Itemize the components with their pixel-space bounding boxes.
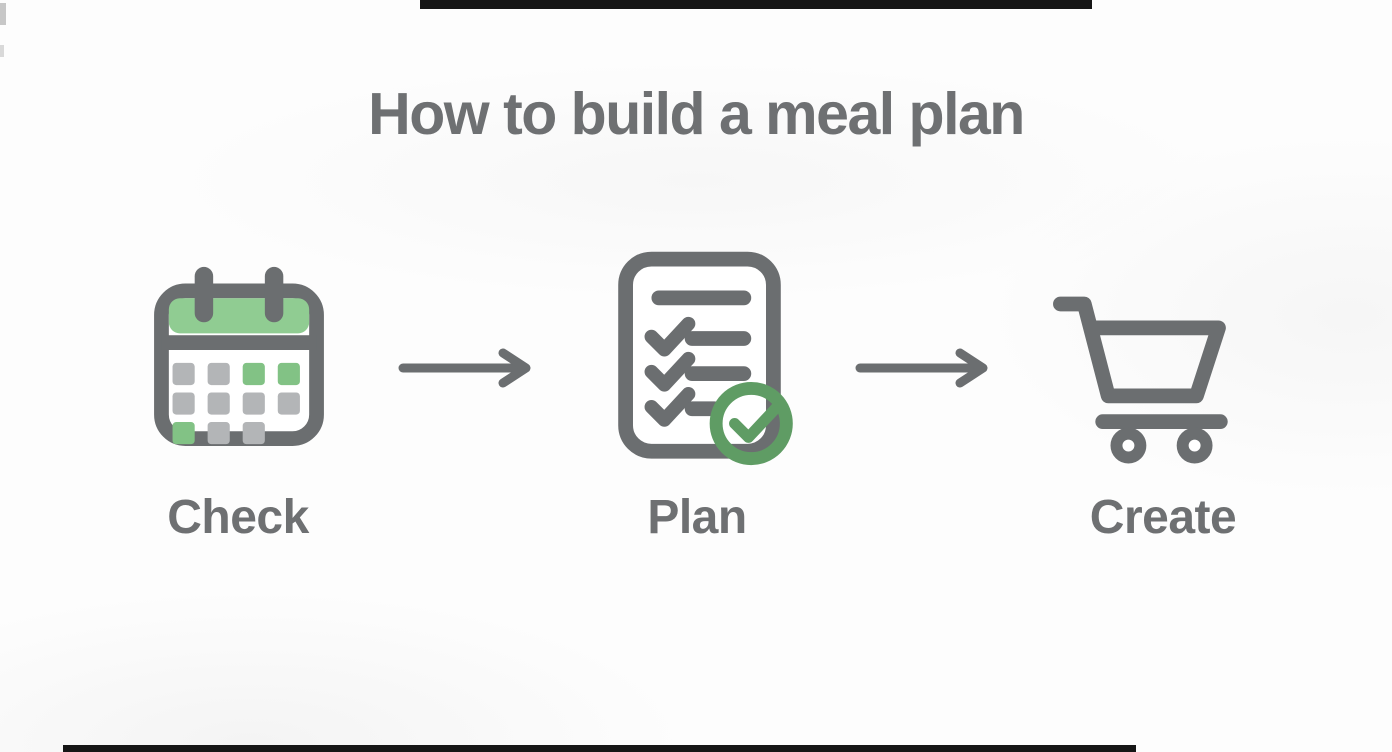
checklist-icon (596, 248, 803, 466)
arrow-right-icon (395, 346, 545, 390)
left-edge-artifact (0, 3, 6, 25)
step-label-plan: Plan (647, 491, 747, 544)
top-edge-artifact-bar (420, 0, 1092, 9)
calendar-icon (143, 252, 335, 448)
bottom-edge-artifact-bar (63, 745, 1136, 752)
step-label-create: Create (1089, 491, 1237, 544)
page-title: How to build a meal plan (368, 81, 1025, 147)
left-edge-artifact (0, 45, 4, 57)
shopping-cart-icon (1042, 278, 1270, 466)
arrow-right-icon (852, 346, 1002, 390)
step-label-check: Check (167, 491, 309, 544)
